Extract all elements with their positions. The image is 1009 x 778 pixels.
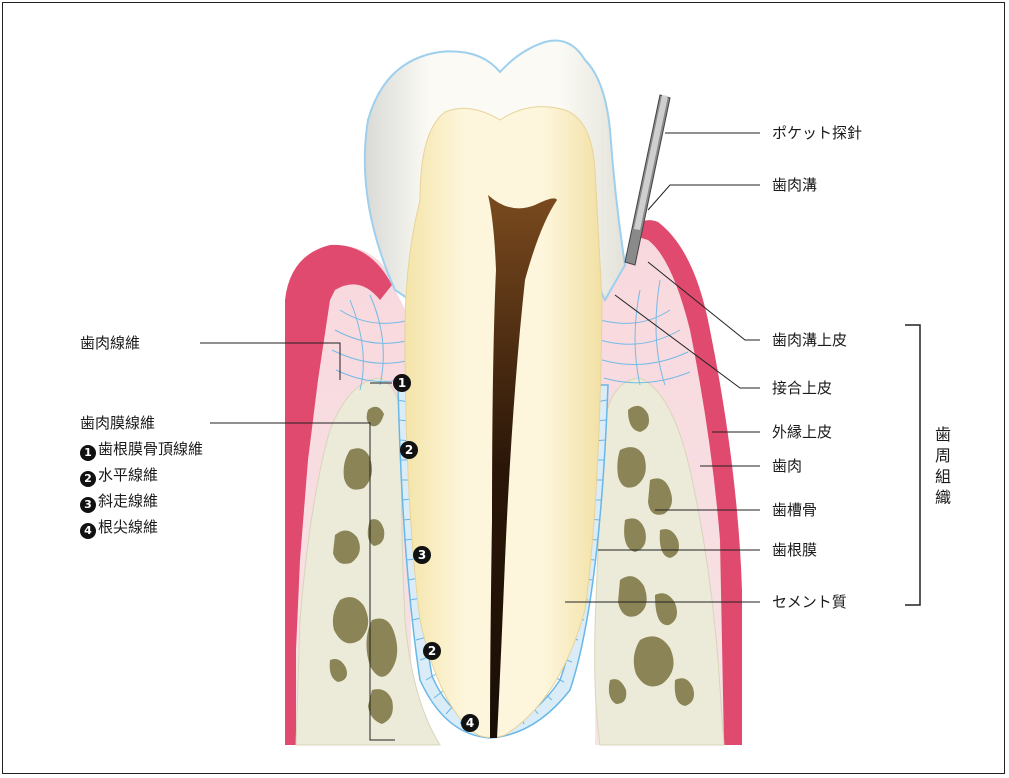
fiber-badge-1: 1 (393, 374, 411, 392)
legend-number-badge: 4 (80, 523, 96, 539)
fiber-badge-4: 4 (461, 714, 479, 732)
label-pocket-probe: ポケット探針 (772, 124, 862, 142)
legend-number-badge: 2 (80, 471, 96, 487)
label-pdl-fibers: 歯肉膜線維 (80, 414, 155, 432)
legend-label: 水平線維 (98, 466, 158, 484)
label-cementum: セメント質 (772, 593, 847, 611)
label-alveolar-bone: 歯槽骨 (772, 501, 817, 519)
legend-label: 斜走線維 (98, 492, 158, 510)
label-junctional-epithelium: 接合上皮 (772, 379, 832, 397)
label-sulcular-epithelium: 歯肉溝上皮 (772, 331, 847, 349)
label-periodontal-ligament: 歯根膜 (772, 541, 817, 559)
label-gingiva: 歯肉 (772, 457, 802, 475)
label-gingival-sulcus: 歯肉溝 (772, 176, 817, 194)
label-gingival-fibers: 歯肉線維 (80, 334, 140, 352)
fiber-badge-2: 2 (400, 441, 418, 459)
legend-number-badge: 3 (80, 497, 96, 513)
legend-label: 根尖線維 (98, 518, 158, 536)
label-periodontal-tissue: 歯周組織 (934, 424, 952, 508)
fiber-badge-3: 3 (413, 546, 431, 564)
fiber-badge-2-lower: 2 (423, 642, 441, 660)
label-outer-epithelium: 外縁上皮 (772, 423, 832, 441)
legend-label: 歯根膜骨頂線維 (98, 440, 203, 458)
periodontal-bracket (905, 325, 920, 605)
legend-number-badge: 1 (80, 445, 96, 461)
